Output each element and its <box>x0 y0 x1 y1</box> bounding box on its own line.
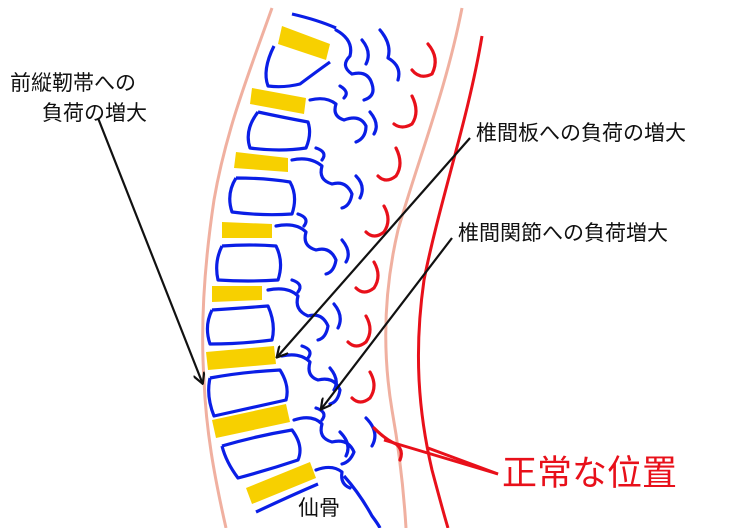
disc-6 <box>206 346 276 370</box>
arrow-ligament <box>98 118 202 382</box>
spinous-hook-1 <box>412 44 435 76</box>
vertebra-2 <box>248 112 309 150</box>
vertebra-7 <box>222 430 300 478</box>
spinous-hook-3 <box>378 148 400 180</box>
process-3 <box>292 148 352 208</box>
label-sacrum: 仙骨 <box>298 492 340 522</box>
spinous-hook-5 <box>356 262 378 292</box>
disc-4 <box>222 222 272 238</box>
facet-curls-lower <box>330 304 375 456</box>
label-normal-position: 正常な位置 <box>502 452 677 496</box>
anterior-ligament-line <box>203 8 272 528</box>
disc-1 <box>278 26 330 60</box>
vertebra-3 <box>230 178 295 215</box>
disc-2 <box>250 88 306 114</box>
label-facet-load: 椎間関節への負荷増大 <box>458 218 668 248</box>
label-anterior-ligament-line2: 負荷の増大 <box>10 98 147 128</box>
intervertebral-discs <box>206 26 330 504</box>
label-disc-load: 椎間板への負荷の増大 <box>476 118 686 148</box>
arrow-disc <box>278 138 470 356</box>
label-anterior-ligament-line1: 前縦靭帯への <box>10 68 147 98</box>
disc-3 <box>234 152 288 172</box>
spinous-hook-6 <box>348 316 370 346</box>
spinous-hook-2 <box>394 96 416 127</box>
spinous-hook-4 <box>366 206 388 236</box>
posterior-ligament-line <box>386 8 462 528</box>
spinous-hook-7 <box>352 372 374 402</box>
process-4 <box>276 214 336 274</box>
disc-5 <box>212 286 262 302</box>
label-anterior-ligament: 前縦靭帯への 負荷の増大 <box>10 68 147 128</box>
process-2 <box>310 86 366 142</box>
vertebra-5 <box>207 306 273 344</box>
vertebra-4 <box>217 245 281 281</box>
